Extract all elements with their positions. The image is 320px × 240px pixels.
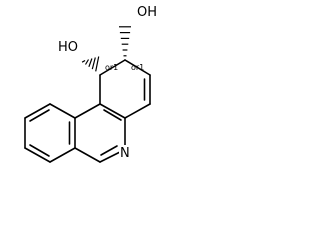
- hydroxyl-top-label: OH: [137, 5, 157, 20]
- stereo-label-c2: or1: [131, 63, 144, 72]
- bond-n-c6-double: [100, 145, 118, 156]
- bond-c8-c7: [24, 147, 51, 163]
- bond-c4-c4a: [124, 103, 151, 119]
- bond-n-c6: [99, 151, 121, 163]
- bond-c10b-c4a: [99, 103, 126, 119]
- nitrogen-label: N: [120, 146, 130, 161]
- bond-c6-c6a: [74, 147, 101, 163]
- stereo-label-c1: or1: [105, 63, 118, 72]
- molecule-structure: OH HO N or1 or1: [24, 2, 161, 163]
- bond-c10b-c4a-double: [103, 109, 122, 121]
- hydroxyl-left-label: HO: [58, 40, 78, 55]
- bond-c10a-c10: [49, 103, 76, 119]
- bond-c2-c3: [124, 59, 151, 76]
- bond-c8-c7-double: [29, 144, 50, 157]
- bond-c7-c6a: [49, 147, 76, 163]
- bond-c10a-c10b: [74, 103, 101, 119]
- bond-c1-c2: [99, 59, 126, 76]
- stereo-bond-c2-oh: [119, 26, 131, 57]
- bond-c10-c9: [24, 103, 51, 119]
- stereo-bond-c1-oh: [81, 56, 100, 72]
- bond-c10-c9-double: [29, 109, 50, 122]
